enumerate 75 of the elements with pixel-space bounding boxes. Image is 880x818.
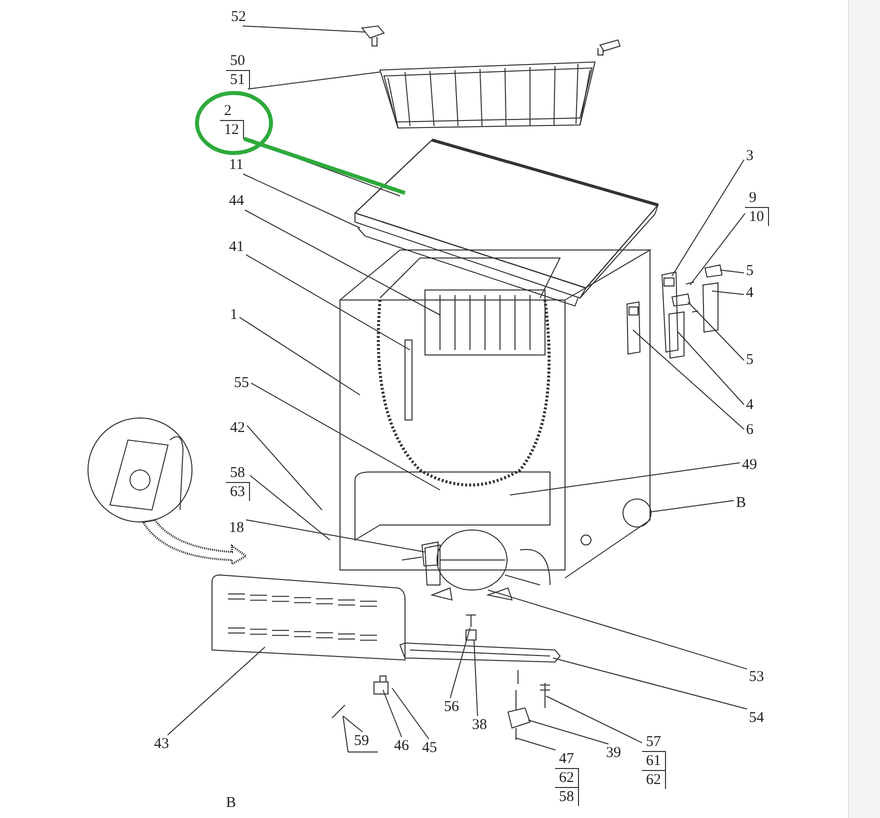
leader-line [342,716,364,732]
callout-number: 18 [227,519,246,537]
callout-number: 10 [745,207,769,226]
callout-number: B [734,494,748,512]
leader-line [632,330,744,430]
leader-line [678,332,744,406]
callout-bracket [745,189,769,226]
leader-line [510,462,740,496]
callout-number: 4 [744,396,756,414]
callout-number: 62 [642,770,666,789]
callout-number: 54 [747,709,766,727]
callout-bracket [555,750,579,806]
leader-line [516,738,556,750]
callout-number: 43 [152,735,171,753]
leader-line [246,254,410,350]
callout-number: 63 [226,482,250,501]
callout-number: 49 [740,456,759,474]
callout-number: 41 [227,238,246,256]
callout-number: 12 [220,120,244,139]
callout-number: 6 [744,421,756,439]
leader-line [382,690,402,738]
leader-line [712,290,744,295]
leader-line [392,688,430,740]
callout-bracket [642,733,666,789]
callout-number: 4 [744,284,756,302]
callout-number: 58 [555,787,579,806]
callout-number: 46 [392,737,411,755]
callout-number: 58 [229,464,246,482]
leader-line [688,302,744,361]
callout-number: 57 [645,733,662,751]
callout-number: 62 [555,768,579,787]
leader-line [450,628,470,698]
callout-number: 2 [223,102,232,120]
leader-line [167,646,266,736]
leader-line [244,210,440,316]
leader-line [242,174,360,228]
callout-number: 59 [352,732,371,750]
callout-number: 5 [744,351,756,369]
callout-number: 39 [604,744,623,762]
leader-line [246,424,322,510]
callout-number: 11 [227,156,246,174]
callout-number: 50 [229,52,246,70]
leader-line [239,316,360,396]
leader-line [246,519,426,552]
callout-number: 5 [744,262,756,280]
leader-line [250,474,330,540]
leader-line [650,500,734,512]
callout-bracket [226,52,250,89]
leader-line [672,159,744,276]
callout-number: 38 [470,716,489,734]
callout-bracket [220,102,244,139]
leader-line [720,270,744,274]
leader-line [546,696,642,744]
callout-number: 1 [228,306,240,324]
callout-number: 3 [744,147,756,165]
leader-line [552,658,748,710]
callout-number: 53 [747,668,766,686]
callout-number: 9 [748,189,758,207]
callout-number: 51 [226,70,250,89]
leader-line [250,382,440,490]
callout-number: 47 [558,750,575,768]
callout-number: 45 [420,739,439,757]
callout-number: 56 [442,698,461,716]
callout-number: 42 [228,419,247,437]
view-label: B [226,795,236,812]
leader-line [690,212,746,286]
callout-number: 44 [227,192,246,210]
leader-line [528,720,609,744]
leader-line [242,26,366,32]
callout-bracket [226,464,250,501]
leader-line [474,640,478,716]
leader-line [488,590,748,670]
callout-number: 55 [232,374,251,392]
callout-number: 52 [229,8,248,26]
callout-number: 61 [642,751,666,770]
